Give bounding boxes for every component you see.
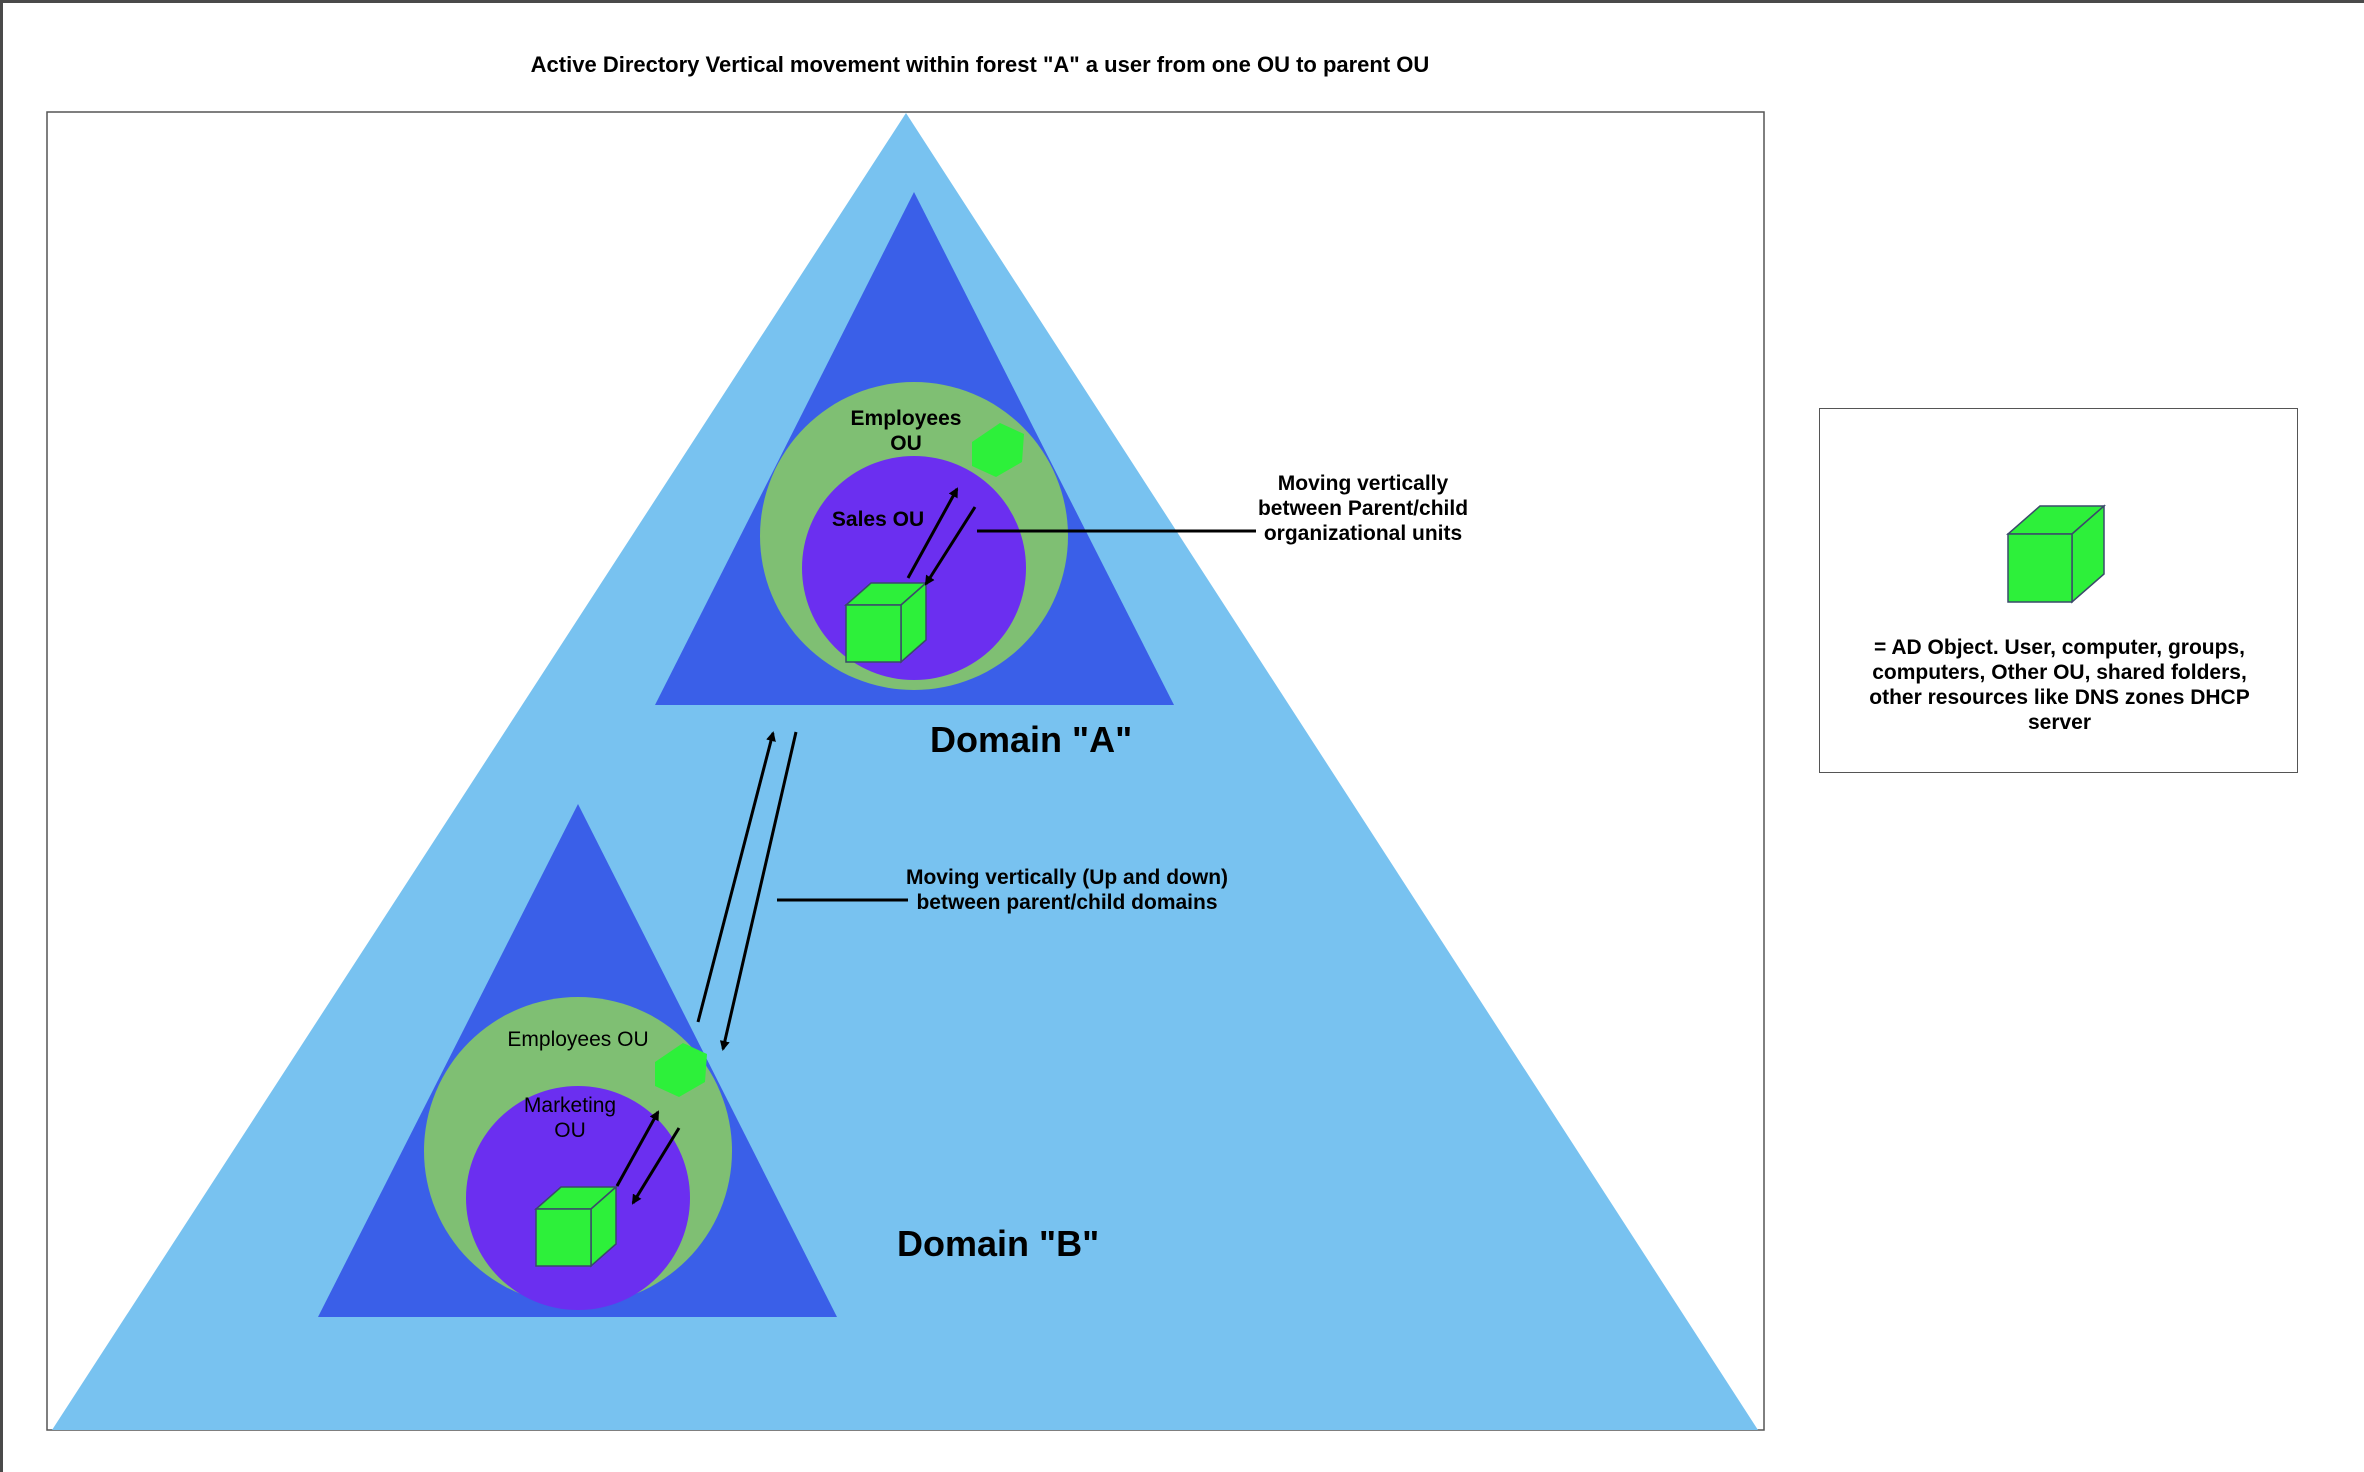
ad-object-icon [972,423,1024,477]
domain-movement-annotation: Moving vertically (Up and down) between … [905,866,1229,914]
legend-box: = AD Object. User, computer, groups, com… [1819,408,2298,773]
ad-object-cube-icon [534,1185,618,1268]
domain-b-parent-ou-label: Employees OU [507,1028,649,1051]
arrow-up-domain [696,731,776,1023]
diagram-title: Active Directory Vertical movement withi… [530,52,1430,77]
arrow-down-ou-b [631,1127,681,1205]
domain-a-parent-ou-label: Employees OU [850,407,962,455]
ad-object-icon [655,1043,707,1097]
ou-movement-annotation: Moving vertically between Parent/child o… [1257,472,1469,545]
domain-b-label: Domain "B" [897,1223,1100,1264]
arrow-down-ou-a [924,506,977,586]
domain-b-child-ou-label: Marketing OU [523,1094,617,1142]
ad-object-cube-icon [844,581,928,664]
arrow-up-ou-b [615,1110,660,1187]
arrow-up-ou-a [906,487,959,579]
legend-cube-icon [2006,504,2106,604]
arrow-down-domain [719,731,798,1051]
legend-text: = AD Object. User, computer, groups, com… [1869,636,2250,734]
domain-a-child-ou-label: Sales OU [831,508,925,531]
domain-a-label: Domain "A" [930,719,1133,760]
